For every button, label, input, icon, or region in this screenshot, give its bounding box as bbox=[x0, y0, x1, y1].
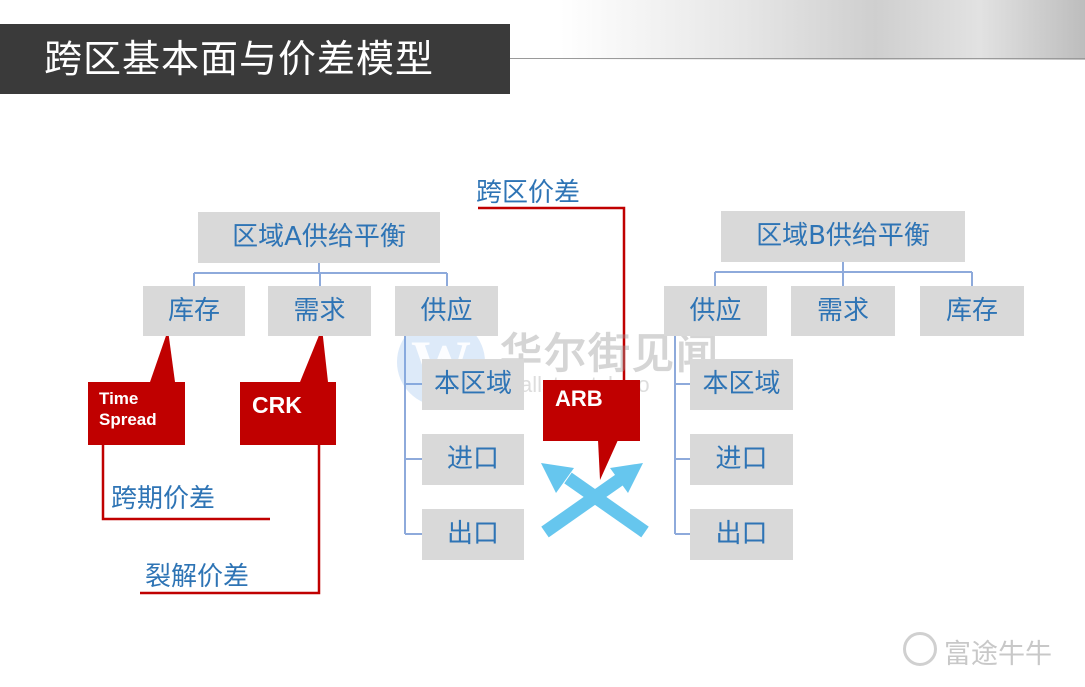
banner-background bbox=[560, 0, 1085, 60]
region-a-export: 出口 bbox=[422, 509, 524, 560]
region-a-local: 本区域 bbox=[422, 359, 524, 410]
region-a-demand: 需求 bbox=[268, 286, 371, 336]
callout-time-spread: Time Spread bbox=[88, 382, 185, 445]
region-b-local: 本区域 bbox=[690, 359, 793, 410]
region-b-inventory: 库存 bbox=[920, 286, 1024, 336]
label-inter-region-spread: 跨区价差 bbox=[476, 178, 581, 208]
futu-logo-icon bbox=[903, 632, 937, 666]
region-b-export: 出口 bbox=[690, 509, 793, 560]
region-b-supply: 供应 bbox=[664, 286, 767, 336]
page-title: 跨区基本面与价差模型 bbox=[0, 24, 510, 94]
region-b-import: 进口 bbox=[690, 434, 793, 485]
footer-logo-text: 富途牛牛 bbox=[944, 639, 1052, 670]
callout-arb: ARB bbox=[543, 380, 640, 441]
region-a-inventory: 库存 bbox=[143, 286, 245, 336]
region-a-header: 区域A供给平衡 bbox=[198, 212, 440, 263]
region-b-demand: 需求 bbox=[791, 286, 895, 336]
callout-time-spread-line1: Time bbox=[99, 389, 139, 408]
title-rule bbox=[510, 58, 1085, 59]
watermark-name: 华尔街见闻 bbox=[500, 329, 721, 378]
callout-crk: CRK bbox=[240, 382, 336, 445]
label-crack-spread: 裂解价差 bbox=[145, 562, 250, 592]
label-calendar-spread: 跨期价差 bbox=[111, 484, 216, 514]
callout-time-spread-line2: Spread bbox=[99, 410, 157, 429]
region-b-header: 区域B供给平衡 bbox=[721, 211, 965, 262]
region-a-import: 进口 bbox=[422, 434, 524, 485]
region-a-supply: 供应 bbox=[395, 286, 498, 336]
